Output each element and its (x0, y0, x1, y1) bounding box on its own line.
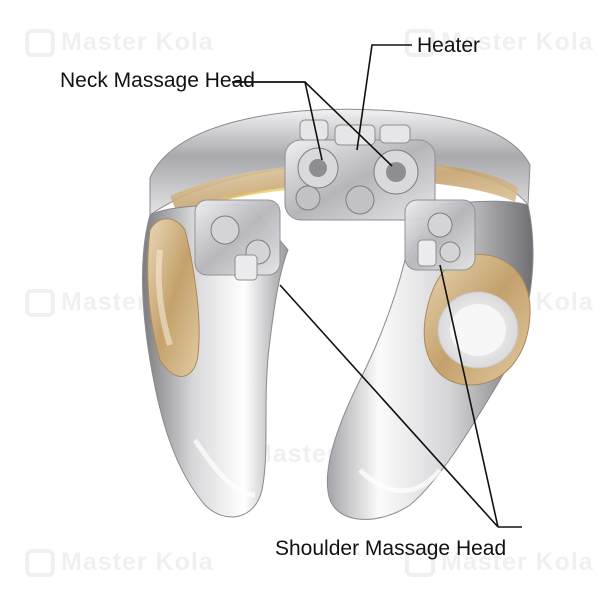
left-shoulder-head-mechanism (194, 199, 281, 281)
leader-lines (232, 44, 522, 528)
neck-head-leader-b (232, 81, 393, 167)
watermark: Master Kola (25, 28, 214, 58)
heater-label: Heater (417, 34, 481, 57)
shoulder-head-leader-b (439, 264, 499, 528)
shoulder-massage-head-label: Shoulder Massage Head (275, 537, 507, 560)
heater-leader (356, 44, 412, 151)
right-shoulder-head-mechanism (404, 199, 476, 271)
watermark: Master Kola (405, 28, 594, 58)
watermark: Master Kola (405, 548, 594, 578)
watermark: Master Kola (25, 548, 214, 578)
neck-massage-head-label: Neck Massage Head (60, 69, 255, 92)
shoulder-head-leader-a (279, 284, 499, 528)
neck-massage-head-mechanism (284, 119, 436, 221)
